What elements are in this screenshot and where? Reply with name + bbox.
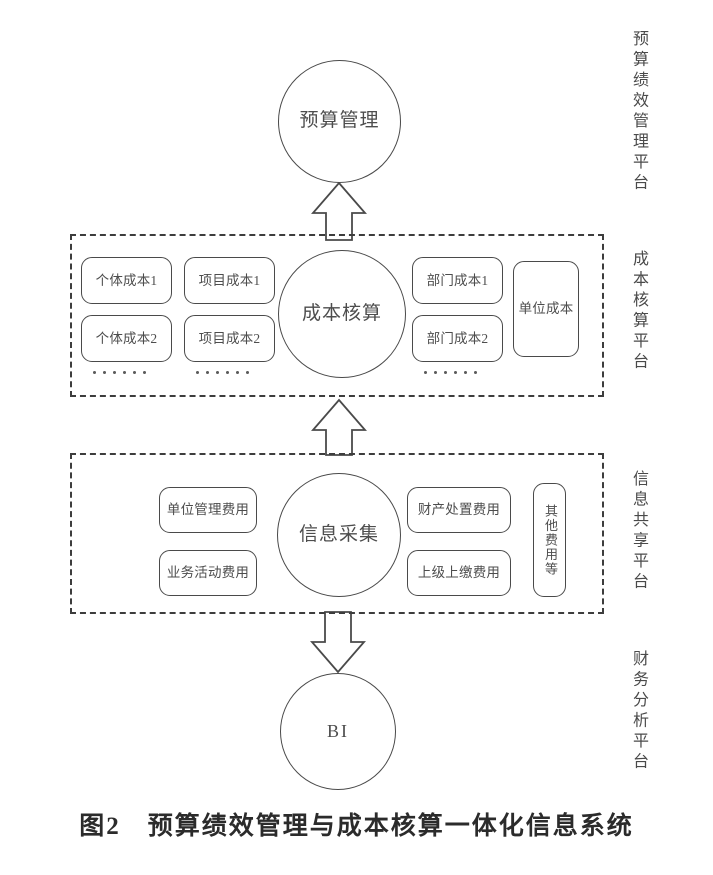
item-other-fee[interactable]: 其他费用等 bbox=[533, 483, 566, 597]
item-department-cost-1[interactable]: 部门成本1 bbox=[412, 257, 503, 304]
ellipsis-individual-cost bbox=[93, 371, 146, 374]
item-asset-disposal-fee[interactable]: 财产处置费用 bbox=[407, 487, 511, 533]
item-individual-cost-2-label: 个体成本2 bbox=[95, 330, 158, 346]
item-unit-admin-fee-label: 单位管理费用 bbox=[166, 502, 250, 518]
item-asset-disposal-fee-label: 财产处置费用 bbox=[417, 502, 501, 518]
item-other-fee-label: 其他费用等 bbox=[542, 503, 558, 577]
item-department-cost-2[interactable]: 部门成本2 bbox=[412, 315, 503, 362]
item-individual-cost-1[interactable]: 个体成本1 bbox=[81, 257, 172, 304]
item-unit-cost-label: 单位成本 bbox=[518, 301, 574, 317]
ellipsis-dot bbox=[103, 371, 106, 374]
item-department-cost-2-label: 部门成本2 bbox=[426, 330, 489, 346]
ellipsis-dot bbox=[196, 371, 199, 374]
ellipsis-dot bbox=[246, 371, 249, 374]
item-upper-remittance-fee[interactable]: 上级上缴费用 bbox=[407, 550, 511, 596]
item-department-cost-1-label: 部门成本1 bbox=[426, 272, 489, 288]
ellipsis-dot bbox=[133, 371, 136, 374]
item-business-activity-fee[interactable]: 业务活动费用 bbox=[159, 550, 257, 596]
ellipsis-dot bbox=[143, 371, 146, 374]
item-project-cost-2-label: 项目成本2 bbox=[198, 330, 261, 346]
arrow-info-to-cost bbox=[311, 398, 367, 456]
platform-label-financial-analysis: 财务分析平台 bbox=[630, 650, 647, 773]
ellipsis-dot bbox=[454, 371, 457, 374]
ellipsis-dot bbox=[424, 371, 427, 374]
node-cost-accounting-label: 成本核算 bbox=[301, 302, 382, 324]
ellipsis-dot bbox=[444, 371, 447, 374]
item-project-cost-1-label: 项目成本1 bbox=[198, 272, 261, 288]
node-bi-label: BI bbox=[327, 720, 349, 741]
platform-label-budget-performance: 预算绩效管理平台 bbox=[630, 30, 647, 194]
platform-label-cost-accounting: 成本核算平台 bbox=[630, 250, 647, 373]
ellipsis-dot bbox=[206, 371, 209, 374]
item-business-activity-fee-label: 业务活动费用 bbox=[166, 565, 250, 581]
item-individual-cost-2[interactable]: 个体成本2 bbox=[81, 315, 172, 362]
item-project-cost-1[interactable]: 项目成本1 bbox=[184, 257, 275, 304]
ellipsis-dot bbox=[216, 371, 219, 374]
node-budget-management[interactable]: 预算管理 bbox=[278, 60, 401, 183]
ellipsis-dot bbox=[474, 371, 477, 374]
item-unit-admin-fee[interactable]: 单位管理费用 bbox=[159, 487, 257, 533]
ellipsis-dot bbox=[226, 371, 229, 374]
node-information-collection-label: 信息采集 bbox=[298, 523, 379, 545]
ellipsis-dot bbox=[123, 371, 126, 374]
node-bi[interactable]: BI bbox=[280, 673, 396, 790]
ellipsis-department-cost bbox=[424, 371, 477, 374]
item-unit-cost[interactable]: 单位成本 bbox=[513, 261, 579, 357]
platform-label-information-sharing: 信息共享平台 bbox=[630, 470, 647, 593]
figure-caption: 图2 预算绩效管理与成本核算一体化信息系统 bbox=[79, 813, 634, 840]
arrow-info-to-bi bbox=[310, 611, 366, 674]
arrow-cost-to-budget bbox=[311, 181, 367, 241]
ellipsis-dot bbox=[434, 371, 437, 374]
item-upper-remittance-fee-label: 上级上缴费用 bbox=[417, 565, 501, 581]
node-information-collection[interactable]: 信息采集 bbox=[277, 473, 401, 597]
ellipsis-project-cost bbox=[196, 371, 249, 374]
ellipsis-dot bbox=[464, 371, 467, 374]
node-cost-accounting[interactable]: 成本核算 bbox=[278, 250, 406, 378]
item-individual-cost-1-label: 个体成本1 bbox=[95, 272, 158, 288]
cost-accounting-platform-container bbox=[70, 234, 604, 397]
node-budget-management-label: 预算管理 bbox=[299, 110, 380, 132]
information-sharing-platform-container bbox=[70, 453, 604, 614]
item-project-cost-2[interactable]: 项目成本2 bbox=[184, 315, 275, 362]
ellipsis-dot bbox=[236, 371, 239, 374]
ellipsis-dot bbox=[93, 371, 96, 374]
ellipsis-dot bbox=[113, 371, 116, 374]
